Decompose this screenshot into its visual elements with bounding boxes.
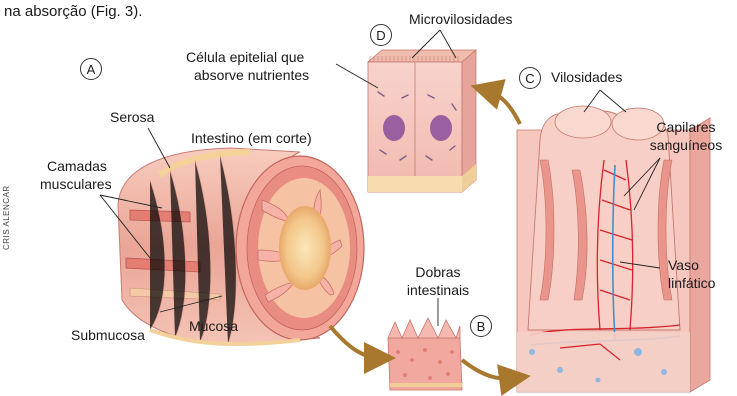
label-serosa: Serosa [110,109,154,126]
image-credit: CRIS ALENCAR [2,185,11,250]
label-intestino: Intestino (em corte) [191,130,312,147]
nucleus-2 [430,115,452,141]
label-vilosidades: Vilosidades [551,69,622,86]
label-camadas-2: musculares [40,176,112,193]
label-dobras-2: intestinais [398,282,478,299]
folds-block [388,318,462,390]
label-vaso-1: Vaso [668,257,699,274]
epithelium-block [368,50,476,192]
label-capilares-2: sanguíneos [646,137,726,154]
label-capilares-1: Capilares [646,119,726,136]
label-camadas-1: Camadas [47,158,107,175]
label-submucosa: Submucosa [71,327,145,344]
caption-fragment: na absorção (Fig. 3). [4,3,142,21]
panel-marker-b: B [470,315,492,337]
label-microvilosidades: Microvilosidades [409,11,512,28]
label-celula-1: Célula epitelial que [186,49,304,66]
panel-marker-c: C [519,67,541,89]
panel-marker-d: D [370,24,392,46]
intestine-tube [118,148,364,345]
label-vaso-2: linfático [668,275,715,292]
label-dobras-1: Dobras [398,264,478,281]
panel-marker-a: A [80,58,102,80]
label-celula-2: absorve nutrientes [194,67,309,84]
intestine-lumen [279,206,331,290]
label-mucosa: Mucosa [189,318,238,335]
nucleus-1 [383,115,405,141]
